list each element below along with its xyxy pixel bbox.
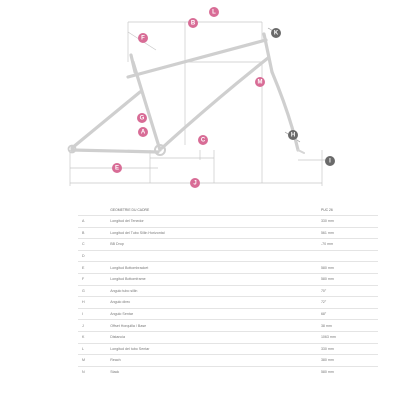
marker-C: C bbox=[198, 135, 208, 145]
svg-text:M: M bbox=[258, 79, 263, 85]
table-row: N Stack 580 mm bbox=[78, 366, 378, 377]
table-row: M Reach 380 mm bbox=[78, 354, 378, 367]
row-key: C bbox=[82, 242, 85, 247]
row-value: 38 mm bbox=[320, 323, 332, 328]
marker-G: G bbox=[137, 113, 147, 123]
row-key: A bbox=[82, 219, 85, 224]
svg-text:C: C bbox=[201, 137, 206, 143]
marker-E: E bbox=[112, 163, 122, 173]
row-value: 580 mm bbox=[320, 265, 334, 270]
row-value: 70° bbox=[320, 288, 327, 293]
svg-text:L: L bbox=[212, 9, 216, 15]
svg-text:K: K bbox=[274, 30, 279, 36]
svg-text:F: F bbox=[141, 35, 145, 41]
row-value: 380 mm bbox=[320, 358, 334, 363]
table-row: G Angulo tubo sillin 70° bbox=[78, 285, 378, 297]
table-row: A Longitud del Tenedor 330 mm bbox=[78, 215, 378, 228]
table-row: K Distancia 1063 mm bbox=[78, 331, 378, 343]
marker-J: J bbox=[190, 178, 200, 188]
row-label: Longitud del Tenedor bbox=[110, 219, 144, 224]
table-row: J Offset Horquilla / Base 38 mm bbox=[78, 319, 378, 332]
row-key: M bbox=[82, 358, 85, 363]
row-label: Offset Horquilla / Base bbox=[110, 323, 147, 328]
row-key: G bbox=[82, 288, 85, 293]
frame-tubes bbox=[67, 32, 305, 156]
marker-F: F bbox=[138, 33, 148, 43]
svg-text:A: A bbox=[141, 129, 146, 135]
row-key: J bbox=[82, 323, 84, 328]
row-key: N bbox=[82, 370, 85, 375]
row-label: BB Drop bbox=[110, 242, 124, 247]
row-label: Angulo direc bbox=[110, 300, 131, 305]
table-row: E Longitud Bottombracket 580 mm bbox=[78, 261, 378, 274]
marker-H: H bbox=[288, 130, 298, 140]
row-value bbox=[226, 250, 378, 262]
svg-text:I: I bbox=[329, 158, 331, 164]
row-key: F bbox=[82, 277, 85, 282]
header-key bbox=[78, 205, 110, 216]
row-value: 72° bbox=[320, 300, 327, 305]
row-value: -70 mm bbox=[320, 242, 334, 247]
row-label: Angulo Sentar bbox=[110, 312, 134, 317]
table-row: F Longitud Bottomframe 580 mm bbox=[78, 273, 378, 285]
svg-text:E: E bbox=[115, 165, 119, 171]
table-row: I Angulo Sentar 68° bbox=[78, 308, 378, 320]
table-row: B Longitud del Tubo Sillin Horizontal 561 … bbox=[78, 227, 378, 239]
svg-text:G: G bbox=[140, 115, 145, 121]
row-key: I bbox=[82, 312, 83, 317]
row-label: Longitud del Tubo Sillin Horizontal bbox=[110, 230, 165, 235]
svg-text:H: H bbox=[291, 132, 295, 138]
row-label: Reach bbox=[110, 358, 121, 363]
marker-A: A bbox=[138, 127, 148, 137]
row-label: Longitud Bottomframe bbox=[110, 277, 146, 282]
row-key: H bbox=[82, 300, 85, 305]
table-row: H Angulo direc 72° bbox=[78, 296, 378, 309]
table-row: L Longitud del tubo Sentar 330 mm bbox=[78, 343, 378, 355]
row-key: E bbox=[82, 265, 85, 270]
row-value: 330 mm bbox=[320, 219, 334, 224]
table-row: D bbox=[78, 250, 378, 262]
row-key: D bbox=[82, 254, 85, 259]
row-value: 1063 mm bbox=[320, 335, 336, 340]
row-label: Longitud Bottombracket bbox=[110, 265, 149, 270]
row-key: L bbox=[82, 346, 84, 351]
header-size: PUC 26 bbox=[320, 208, 333, 212]
marker-L: L bbox=[209, 7, 219, 17]
row-value: 561 mm bbox=[320, 230, 334, 235]
row-label: Longitud del tubo Sentar bbox=[110, 346, 150, 351]
svg-text:B: B bbox=[191, 20, 196, 26]
row-label: Distancia bbox=[110, 335, 126, 340]
marker-I: I bbox=[325, 156, 335, 166]
marker-M: M bbox=[255, 77, 265, 87]
geometry-table: GEOMETRIE DU CADRE PUC 26 A Longitud del … bbox=[78, 205, 378, 377]
row-label bbox=[110, 250, 226, 262]
row-value: 68° bbox=[320, 312, 327, 317]
table-header-row: GEOMETRIE DU CADRE PUC 26 bbox=[78, 205, 378, 216]
header-label: GEOMETRIE DU CADRE bbox=[110, 208, 150, 212]
row-value: 580 mm bbox=[320, 277, 334, 282]
table-row: C BB Drop -70 mm bbox=[78, 238, 378, 251]
svg-text:J: J bbox=[193, 180, 196, 186]
row-key: B bbox=[82, 230, 85, 235]
marker-B: B bbox=[188, 18, 198, 28]
bike-frame-diagram: L B F K M G A C H E J I bbox=[67, 7, 335, 188]
dimension-lines bbox=[69, 21, 330, 186]
row-key: K bbox=[82, 335, 85, 340]
row-value: 580 mm bbox=[320, 370, 334, 375]
row-value: 330 mm bbox=[320, 346, 334, 351]
marker-K: K bbox=[271, 28, 281, 38]
row-label: Angulo tubo sillin bbox=[110, 288, 138, 293]
row-label: Stack bbox=[110, 370, 120, 375]
